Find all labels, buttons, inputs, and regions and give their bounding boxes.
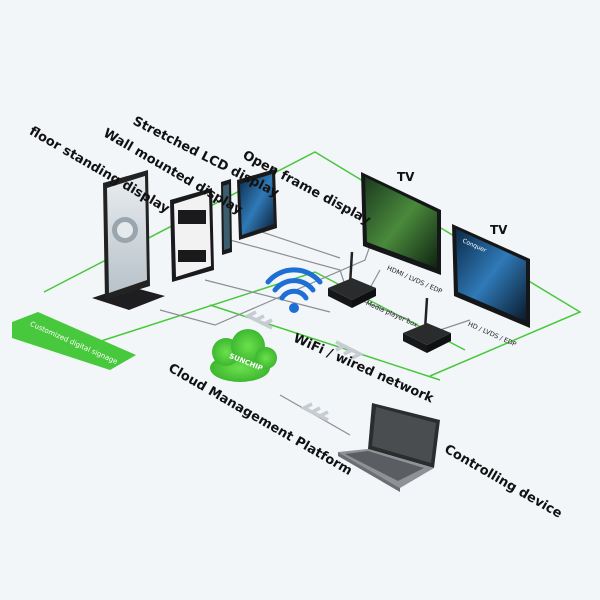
wall-mounted-display [170, 188, 214, 282]
tv-label-1: TV [397, 170, 415, 184]
chevron-arrows [244, 310, 364, 422]
tv-display-2: Conquer [452, 224, 530, 328]
tv-label-2: TV [490, 223, 508, 237]
media-player-box-2 [403, 297, 451, 353]
wifi-icon [265, 267, 323, 313]
tv-display-1 [361, 172, 441, 275]
cloud-icon [210, 329, 277, 382]
customized-signage-band [12, 312, 136, 370]
open-frame-display [237, 169, 277, 240]
media-player-box-1 [328, 251, 376, 308]
floor-standing-display [92, 170, 165, 310]
laptop-icon [338, 403, 440, 492]
stretched-lcd-display [221, 179, 232, 255]
